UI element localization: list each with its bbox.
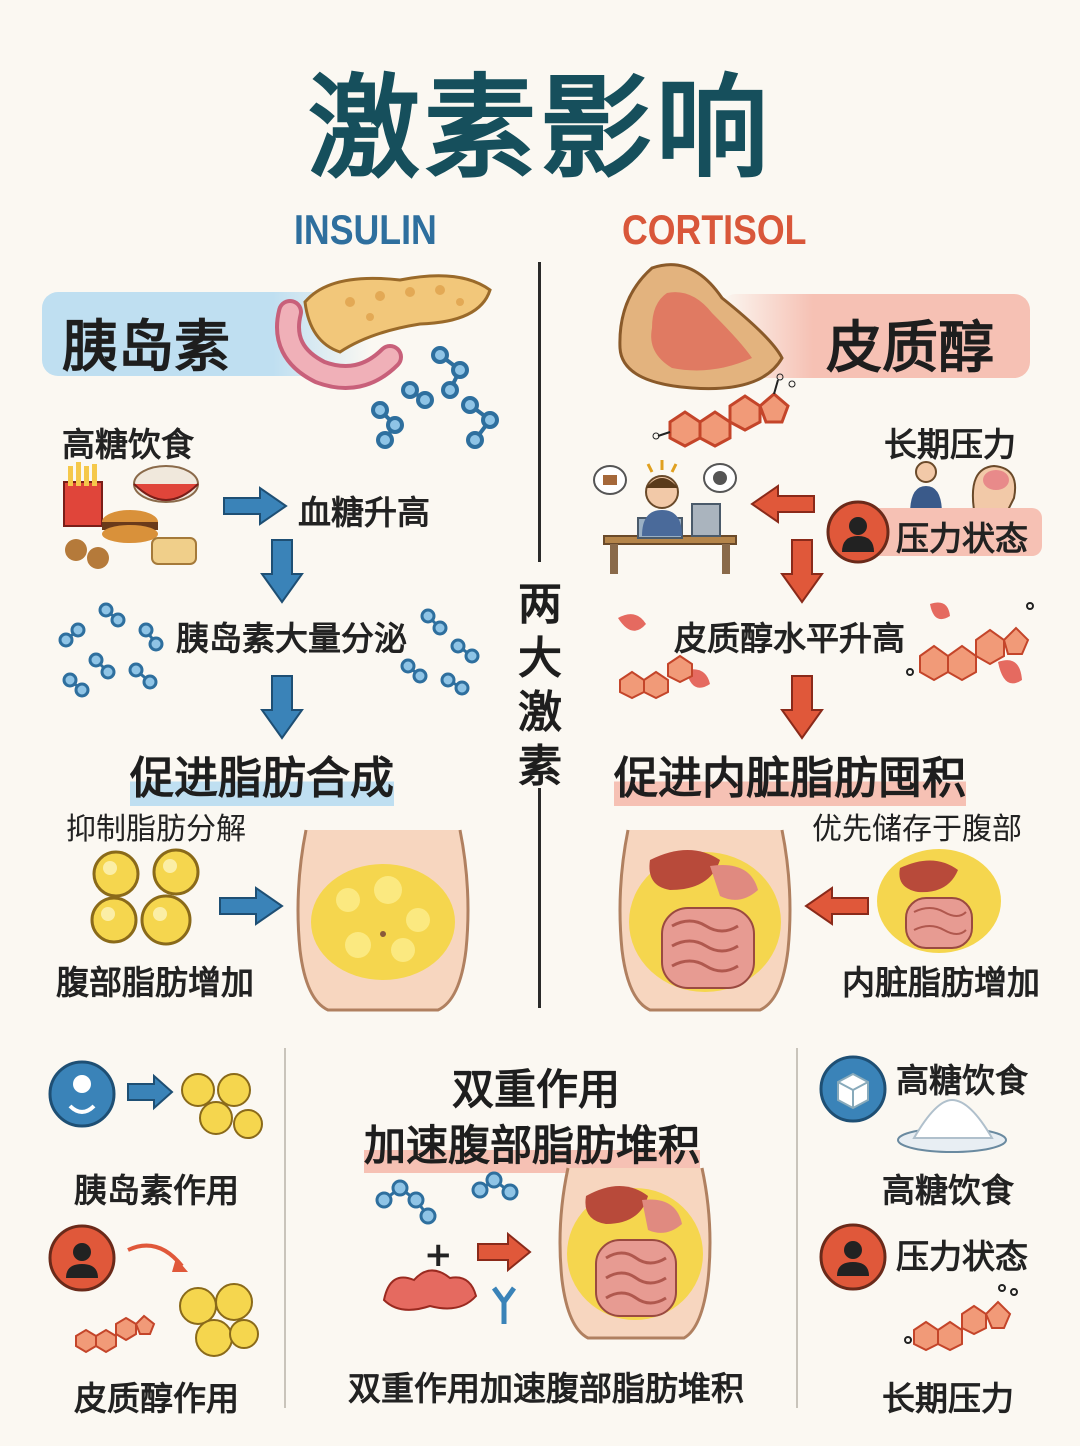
insulin-action-label: 胰岛素作用 <box>74 1171 239 1210</box>
molecules-left <box>58 602 164 698</box>
sugar-plate-icon <box>897 1098 1007 1153</box>
cortisol-effect1-label: 皮质醇水平升高 <box>674 619 905 658</box>
center-divider-top <box>538 262 541 562</box>
red-arrow-left-2 <box>804 886 869 926</box>
bottom-divider-left <box>284 1048 286 1408</box>
stress-badge-icon <box>826 500 890 564</box>
cortisol-english-label: CORTISOL <box>622 206 807 253</box>
center-label: 两大激素 <box>518 579 562 792</box>
cortisol-sub-note: 优先储存于腹部 <box>812 812 1022 847</box>
page-title: 激素影响 <box>308 64 772 194</box>
junk-food-icon <box>63 462 199 569</box>
cortisol-trigger-label: 长期压力 <box>884 425 1016 464</box>
visceral-small-icon <box>877 849 1001 953</box>
steroid-icon <box>652 373 796 448</box>
cortisol-outcome-label: 内脏脂肪增加 <box>842 963 1040 1002</box>
blue-arrow-right-2 <box>219 886 284 926</box>
adrenal-gland-icon <box>618 263 784 391</box>
insulin-effect1-label: 血糖升高 <box>298 493 430 532</box>
insulin-sub-note: 抑制脂肪分解 <box>66 812 246 847</box>
right-stress-label: 压力状态 <box>896 1237 1028 1276</box>
cortisol-action-label: 皮质醇作用 <box>74 1379 239 1418</box>
right-longterm-label: 长期压力 <box>882 1379 1014 1418</box>
cortisol-state-label: 压力状态 <box>896 519 1028 558</box>
molecule-icon <box>371 346 499 449</box>
insulin-effect2-label: 胰岛素大量分泌 <box>176 619 407 658</box>
sugar-cube-icon <box>819 1055 887 1123</box>
blue-arrow-down-1 <box>260 539 304 604</box>
cortisol-name: 皮质醇 <box>826 316 994 381</box>
dual-action-icon: + <box>375 1171 532 1324</box>
stressed-worker-icon <box>593 460 737 574</box>
red-arrow-down-1 <box>780 539 824 604</box>
blue-arrow-down-2 <box>260 675 304 740</box>
insulin-result: 促进脂肪合成 <box>130 742 394 806</box>
dual-visceral-icon <box>558 1167 712 1340</box>
cortisol-result: 促进内脏脂肪囤积 <box>614 742 966 806</box>
insulin-name: 胰岛素 <box>62 315 230 380</box>
cortisol-action-icon <box>48 1224 259 1357</box>
red-arrow-left-1 <box>750 484 815 524</box>
stress-state-icon <box>819 1223 887 1291</box>
stress-head-icon <box>910 461 1016 514</box>
dual-title-2: 加速腹部脂肪堆积 <box>364 1112 701 1173</box>
red-arrow-down-2 <box>780 675 824 740</box>
pancreas-icon <box>275 274 492 390</box>
center-divider-bottom <box>538 788 541 1008</box>
right-sugar-label: 高糖饮食 <box>896 1061 1028 1100</box>
blue-arrow-right-1 <box>223 486 288 526</box>
insulin-trigger-label: 高糖饮食 <box>62 425 194 464</box>
visceral-organs-icon <box>618 829 792 1012</box>
right-steroid-icon <box>904 1284 1018 1352</box>
dual-title-1: 双重作用 <box>452 1065 621 1114</box>
svg-text:+: + <box>424 1235 453 1275</box>
steroid-right-icon <box>906 602 1034 684</box>
dual-caption: 双重作用加速腹部脂肪堆积 <box>348 1369 744 1408</box>
stress-state-band <box>860 508 1042 556</box>
abdomen-fat-icon <box>296 829 470 1012</box>
right-sugar-label-2: 高糖饮食 <box>882 1171 1014 1210</box>
fat-cell-icon <box>90 848 200 946</box>
bottom-divider-right <box>796 1048 798 1408</box>
insulin-english-label: INSULIN <box>294 206 437 253</box>
insulin-outcome-label: 腹部脂肪增加 <box>56 963 254 1002</box>
steroid-left-icon <box>618 614 710 700</box>
insulin-action-icon <box>48 1060 263 1139</box>
molecules-right <box>400 608 480 696</box>
